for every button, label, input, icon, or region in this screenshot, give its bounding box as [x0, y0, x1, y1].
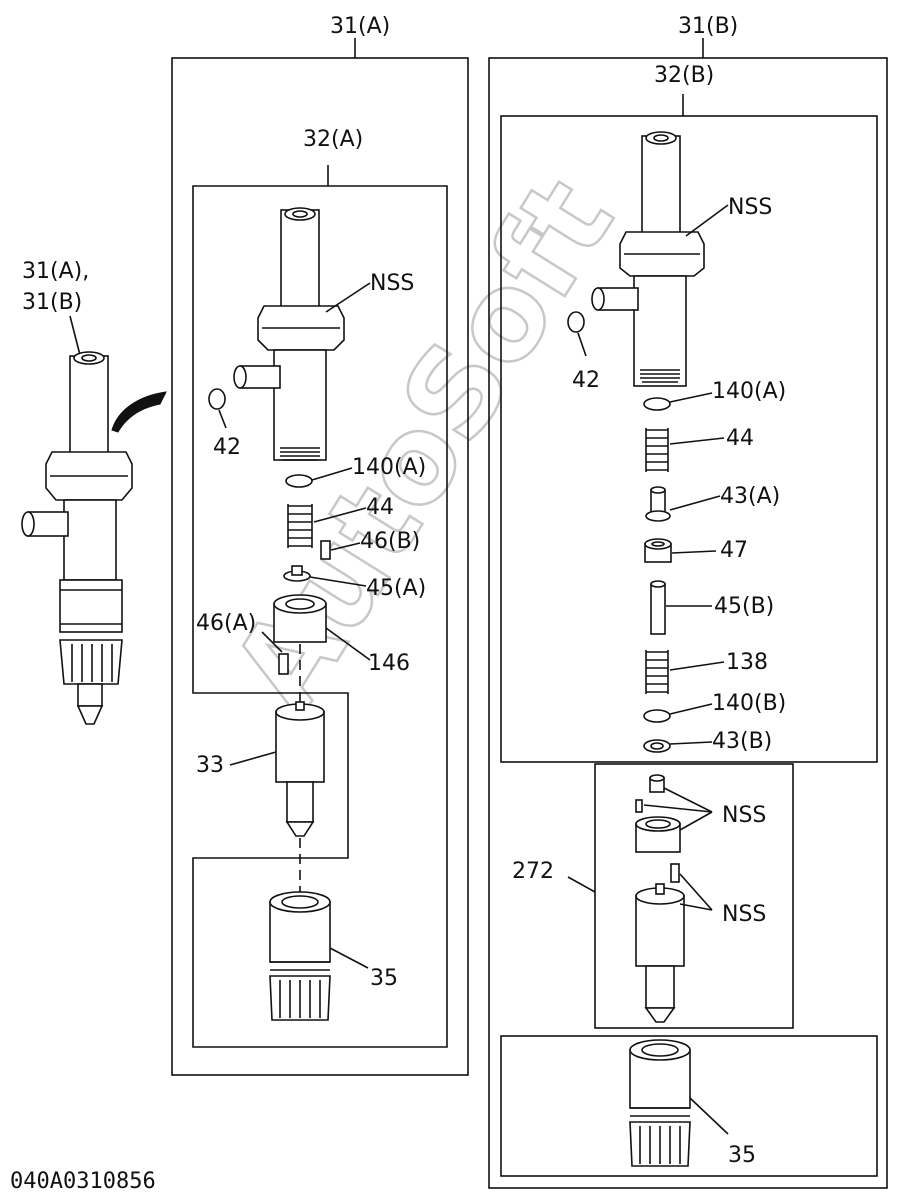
- group-31a: 31(A) 32(A) 42 NSS 140(A): [171, 14, 469, 1076]
- watermark: AutoSoft: [207, 156, 641, 736]
- label-b-nss: NSS: [728, 195, 772, 220]
- label-31a: 31(A): [330, 14, 390, 39]
- nozzle-33-a: [275, 701, 325, 837]
- svg-text:43(A): 43(A): [720, 484, 780, 509]
- rod-45b-b: [650, 583, 666, 635]
- spacer-43a-b: [645, 486, 671, 522]
- label-31b: 31(B): [678, 14, 738, 39]
- o-ring-42-a: 42: [208, 388, 241, 460]
- label-overview-2: 31(B): [22, 290, 82, 315]
- svg-text:33: 33: [196, 753, 224, 778]
- o-ring-42-b: 42: [567, 311, 600, 393]
- spring-138-b: [645, 650, 669, 694]
- washer-140b-b: [643, 709, 671, 723]
- injector-holder-a: [233, 207, 345, 461]
- box-32b: [500, 115, 878, 763]
- box-272: [594, 763, 794, 1029]
- svg-text:42: 42: [213, 435, 241, 460]
- box-31a: [171, 57, 469, 1076]
- svg-text:43(B): 43(B): [712, 729, 772, 754]
- distance-piece-146-a: [273, 594, 327, 643]
- svg-text:140(A): 140(A): [352, 455, 426, 480]
- injector-holder-b: [591, 131, 705, 387]
- nozzle-nut-35-b: [629, 1039, 691, 1167]
- spring-44-b: [645, 428, 669, 472]
- overview-injector: 31(A), 31(B): [21, 259, 167, 725]
- label-32a: 32(A): [303, 127, 363, 152]
- svg-text:46(B): 46(B): [360, 529, 420, 554]
- label-a-nss: NSS: [370, 271, 414, 296]
- label-32b: 32(B): [654, 63, 714, 88]
- svg-text:140(B): 140(B): [712, 691, 786, 716]
- piece-47-b: [644, 538, 672, 563]
- washer-140a-b: [643, 397, 671, 411]
- svg-text:47: 47: [720, 538, 748, 563]
- box-nut-b: [500, 1035, 878, 1177]
- svg-text:44: 44: [366, 495, 394, 520]
- group-31b: 31(B) 32(B) NSS 42 140(A): [488, 14, 888, 1189]
- svg-text:140(A): 140(A): [712, 379, 786, 404]
- nozzle-assembly-272: [635, 774, 685, 1023]
- svg-text:146: 146: [368, 651, 410, 676]
- svg-text:35: 35: [370, 966, 398, 991]
- svg-text:46(A): 46(A): [196, 611, 256, 636]
- washer-140a-a: [285, 474, 313, 488]
- svg-text:45(A): 45(A): [366, 576, 426, 601]
- svg-text:35: 35: [728, 1143, 756, 1168]
- svg-text:NSS: NSS: [722, 803, 766, 828]
- drawing-code: 040A0310856: [10, 1169, 156, 1194]
- svg-text:45(B): 45(B): [714, 594, 774, 619]
- spring-44-a: [287, 504, 313, 548]
- svg-text:272: 272: [512, 859, 554, 884]
- pin-46a-a: [278, 653, 289, 675]
- box-32a: [192, 185, 448, 1048]
- svg-text:138: 138: [726, 650, 768, 675]
- nozzle-nut-35-a: [269, 891, 331, 1021]
- svg-text:42: 42: [572, 368, 600, 393]
- svg-text:44: 44: [726, 426, 754, 451]
- pin-46b-a: [320, 540, 331, 560]
- label-overview-1: 31(A),: [22, 259, 89, 284]
- svg-text:NSS: NSS: [722, 902, 766, 927]
- box-31b: [488, 57, 888, 1189]
